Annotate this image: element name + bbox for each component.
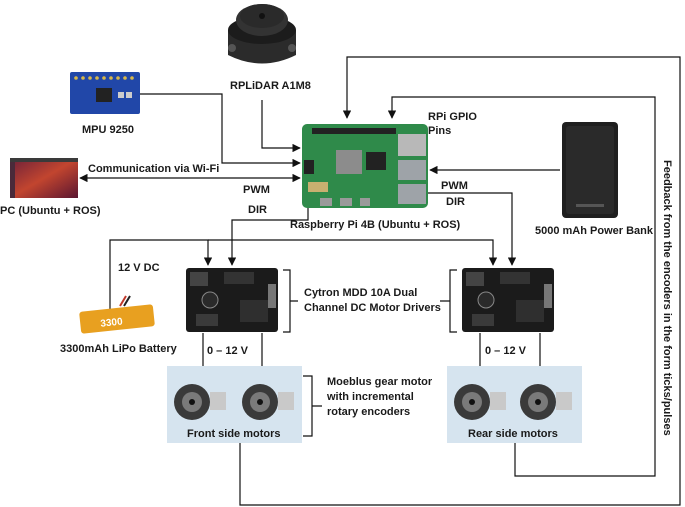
voltage-left-label: 0 – 12 V bbox=[207, 345, 249, 357]
pc-label: PC (Ubuntu + ROS) bbox=[0, 205, 101, 217]
mpu-to-rpi-line bbox=[140, 93, 301, 168]
motor-desc-line1: Moeblus gear motor bbox=[327, 376, 433, 388]
mpu9250-board bbox=[70, 72, 140, 114]
feedback-label: Feedback from the encoders in the form t… bbox=[661, 160, 673, 436]
lipo-battery: 3300 bbox=[79, 295, 155, 334]
rpi-gpio-label-line1: RPi GPIO bbox=[428, 111, 477, 123]
rpi-gpio-label-line2: Pins bbox=[428, 125, 451, 137]
pwm-left-line bbox=[227, 207, 309, 266]
pc-screen bbox=[10, 158, 78, 198]
rear-motors-label: Rear side motors bbox=[468, 428, 558, 440]
brackets bbox=[283, 269, 457, 437]
mpu-label: MPU 9250 bbox=[82, 124, 134, 136]
dir-right-label: DIR bbox=[446, 196, 465, 208]
driver-right-bracket bbox=[440, 269, 457, 333]
dir-left-label: DIR bbox=[248, 204, 267, 216]
front-motor-a bbox=[174, 384, 226, 420]
rplidar-device bbox=[228, 4, 296, 64]
battery-label: 3300mAh LiPo Battery bbox=[60, 343, 178, 355]
rplidar-label: RPLiDAR A1M8 bbox=[230, 80, 311, 92]
driver-left-bracket bbox=[283, 269, 298, 333]
dc-to-left-driver-line bbox=[109, 239, 213, 310]
voltage-right-label: 0 – 12 V bbox=[485, 345, 527, 357]
front-motor-b bbox=[242, 384, 294, 420]
motor-driver-left bbox=[186, 268, 278, 332]
wifi-label: Communication via Wi-Fi bbox=[88, 163, 219, 175]
rear-motors-panel bbox=[447, 366, 582, 443]
motor-driver-right bbox=[462, 268, 554, 332]
lidar-to-rpi-line bbox=[261, 100, 301, 153]
driver-label-line2: Channel DC Motor Drivers bbox=[304, 302, 441, 314]
rear-motor-b bbox=[520, 384, 572, 420]
raspberry-pi-label: Raspberry Pi 4B (Ubuntu + ROS) bbox=[290, 219, 461, 231]
front-motors-label: Front side motors bbox=[187, 428, 281, 440]
pwm-left-label: PWM bbox=[243, 184, 270, 196]
rear-motor-a bbox=[454, 384, 506, 420]
power-bank bbox=[562, 122, 618, 218]
battery-sticker: 3300 bbox=[100, 316, 124, 329]
raspberry-pi-board bbox=[302, 124, 428, 208]
motor-desc-line3: rotary encoders bbox=[327, 406, 410, 418]
front-motors-panel bbox=[167, 366, 302, 443]
motor-desc-line2: with incremental bbox=[326, 391, 414, 403]
dc-label: 12 V DC bbox=[118, 262, 160, 274]
dc-to-right-driver-line bbox=[208, 239, 498, 266]
driver-label-line1: Cytron MDD 10A Dual bbox=[304, 287, 417, 299]
pwm-right-label: PWM bbox=[441, 180, 468, 192]
feedback-outer-line bbox=[239, 56, 681, 506]
motor-bracket bbox=[303, 375, 322, 437]
power-bank-label: 5000 mAh Power Bank bbox=[535, 225, 654, 237]
feedback-inner-line bbox=[387, 96, 656, 477]
